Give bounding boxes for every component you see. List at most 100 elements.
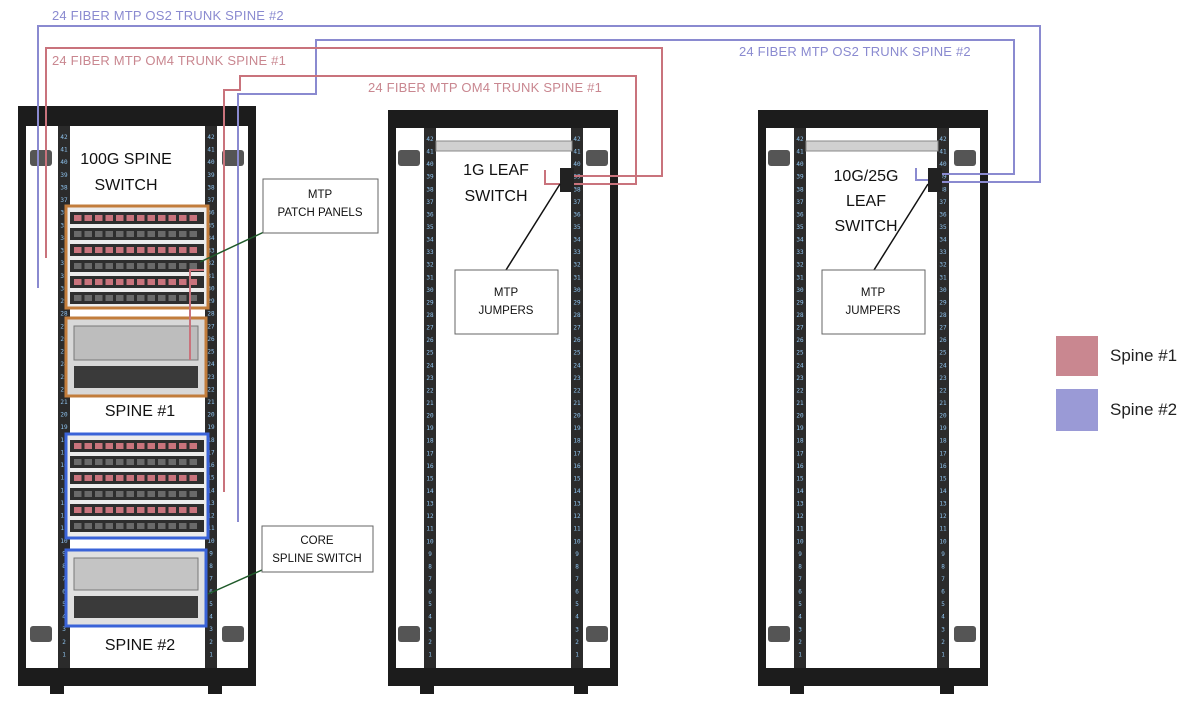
rack-unit-number: 39	[796, 174, 804, 181]
rack-unit-number: 4	[62, 614, 66, 621]
rack-unit-number: 29	[939, 299, 947, 306]
rack-unit-number: 25	[796, 350, 804, 357]
patch-panel-port	[126, 231, 134, 237]
patch-panel-port	[126, 279, 134, 285]
trunk-spine1-outer	[45, 47, 663, 258]
rack-unit-number: 35	[207, 222, 215, 229]
rack-unit-number: 24	[207, 361, 215, 368]
rack-unit-number: 26	[426, 337, 434, 344]
rack-unit-number: 5	[941, 601, 945, 608]
rack-unit-number: 42	[939, 136, 947, 143]
patch-panel-port	[137, 507, 145, 513]
callout-line1: MTP	[308, 189, 333, 201]
rack-unit-number: 33	[939, 249, 947, 256]
patch-panel-port	[179, 231, 187, 237]
patch-panel-port	[105, 215, 113, 221]
callout-box	[821, 269, 926, 335]
rack-unit-number: 6	[62, 588, 66, 595]
patch-panel-port	[126, 475, 134, 481]
rack-rail-right	[571, 128, 583, 668]
switch-ports	[74, 596, 198, 618]
patch-panel-port	[84, 263, 92, 269]
patch-panel-port	[84, 443, 92, 449]
patch-panel-port	[105, 491, 113, 497]
patch-panel-port	[137, 279, 145, 285]
rack-unit-number: 8	[209, 563, 213, 570]
rack-unit-number: 9	[209, 550, 213, 557]
rack-title-line3: SWITCH	[834, 218, 897, 235]
switch-fans	[73, 557, 199, 591]
rack-unit-number: 31	[60, 273, 68, 280]
patch-panel-port	[126, 215, 134, 221]
rack-unit-number: 16	[939, 463, 947, 470]
rack-unit-number: 39	[207, 172, 215, 179]
patch-panels-spine1	[64, 204, 210, 310]
leaf-switch-1u	[805, 140, 939, 152]
rack-unit-number: 39	[939, 174, 947, 181]
rack-unit-number: 1	[575, 651, 579, 658]
rack-unit-number: 23	[426, 375, 434, 382]
patch-panel-port	[105, 263, 113, 269]
trunk-label-om4-left: 24 FIBER MTP OM4 TRUNK SPINE #1	[52, 53, 286, 68]
rack-unit-number: 17	[573, 450, 581, 457]
patch-panel-port	[158, 507, 166, 513]
rack-unit-number: 40	[939, 161, 947, 168]
patch-panel-port	[74, 491, 82, 497]
patch-panel-port	[95, 507, 103, 513]
patch-panel-port	[74, 507, 82, 513]
patch-panel-port	[158, 475, 166, 481]
rack-unit-number: 11	[796, 526, 804, 533]
rack-unit-number: 16	[207, 462, 215, 469]
rack-foot	[50, 682, 64, 694]
rack-unit-number: 39	[60, 172, 68, 179]
patch-panel-port	[189, 231, 197, 237]
rack-unit-number: 19	[573, 425, 581, 432]
rack-unit-number: 30	[426, 287, 434, 294]
rack-unit-number: 2	[575, 639, 579, 646]
patch-panel-port	[105, 231, 113, 237]
patch-panel-port	[105, 443, 113, 449]
callout-line1: CORE	[300, 535, 334, 547]
rack-unit-number: 3	[798, 626, 802, 633]
rack-bracket	[398, 150, 420, 166]
rack-unit-number: 8	[575, 563, 579, 570]
patch-panel-port	[74, 443, 82, 449]
legend-swatch-spine1	[1056, 336, 1098, 376]
rack-unit-number: 35	[796, 224, 804, 231]
patch-panel-port	[158, 459, 166, 465]
rack-unit-number: 36	[796, 211, 804, 218]
patch-panel-port	[189, 247, 197, 253]
rack-unit-number: 24	[939, 362, 947, 369]
rack-unit-number: 18	[207, 437, 215, 444]
rack-unit-number: 5	[209, 601, 213, 608]
rack-unit-number: 31	[796, 274, 804, 281]
patch-panel-port	[168, 475, 176, 481]
patch-panel-port	[116, 263, 124, 269]
rack-unit-number: 32	[796, 262, 804, 269]
rack-bracket	[222, 626, 244, 642]
patch-panel-port	[137, 231, 145, 237]
patch-panel-port	[126, 247, 134, 253]
trunk-label-os2-top: 24 FIBER MTP OS2 TRUNK SPINE #2	[52, 8, 284, 23]
rack-unit-number: 11	[426, 526, 434, 533]
patch-panel-port	[74, 279, 82, 285]
rack-unit-number: 16	[796, 463, 804, 470]
patch-panel-port	[74, 215, 82, 221]
patch-panel-port	[147, 295, 155, 301]
rack-unit-number: 22	[207, 386, 215, 393]
rack-unit-number: 14	[796, 488, 804, 495]
rack-unit-number: 7	[575, 576, 579, 583]
callout-leader	[505, 183, 561, 271]
rack-unit-number: 10	[796, 538, 804, 545]
spine2-switch	[64, 548, 208, 628]
rack-unit-number: 28	[573, 312, 581, 319]
rack-unit-number: 13	[573, 501, 581, 508]
rack-unit-number: 27	[207, 323, 215, 330]
rack-unit-number: 30	[796, 287, 804, 294]
spine2-label: SPINE #2	[105, 637, 175, 654]
callout-jumpers-2: MTP JUMPERS	[821, 183, 929, 335]
rack-unit-number: 25	[426, 350, 434, 357]
rack-unit-number: 8	[941, 563, 945, 570]
rack-unit-number: 40	[426, 161, 434, 168]
